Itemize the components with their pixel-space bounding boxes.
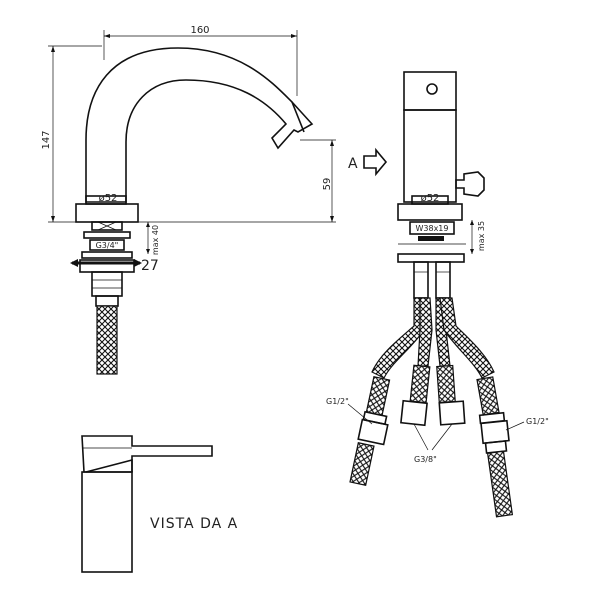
side-view: 160 147 59 ø52 G3/4" xyxy=(41,25,336,375)
thread-label: G3/4" xyxy=(96,241,119,250)
height-label: 147 xyxy=(41,130,52,149)
handle-hole xyxy=(426,83,438,95)
cold-hose xyxy=(476,376,500,416)
spout-body xyxy=(85,47,314,203)
view-arrow-label: A xyxy=(348,156,358,172)
spout-height-dimension: 59 xyxy=(322,140,334,222)
faucet-body xyxy=(403,109,457,203)
nut-shadow xyxy=(418,236,444,241)
hose-far-right xyxy=(439,297,495,379)
wrench-label: 27 xyxy=(141,258,159,274)
middle-nut-right xyxy=(438,400,466,426)
detail-body xyxy=(81,471,133,573)
front-lock-washer xyxy=(397,253,465,263)
hose-mid-left xyxy=(417,297,433,367)
middle-connection-label: G3/8" xyxy=(414,455,437,464)
left-shank xyxy=(413,261,429,299)
middle-hose-right xyxy=(436,364,456,404)
detail-handle xyxy=(81,435,213,473)
middle-nut-left xyxy=(400,399,428,427)
cold-nut xyxy=(480,419,510,445)
base-diameter-label: ø52 xyxy=(99,193,118,204)
wrench-dimension: 27 xyxy=(70,258,159,274)
front-view: A ø52 W38x19 max 35 xyxy=(326,71,549,518)
hot-hose xyxy=(365,376,391,416)
hose-far-left xyxy=(371,297,427,379)
max-thickness-dimension: max 40 xyxy=(146,222,160,255)
front-max-thickness-dimension: max 35 xyxy=(470,220,486,254)
front-base-plate xyxy=(397,203,463,221)
washer xyxy=(83,231,131,239)
middle-hose-left xyxy=(409,364,431,404)
height-dimension: 147 xyxy=(41,45,102,223)
left-connection-label: G1/2" xyxy=(326,397,349,406)
hose-ferrule xyxy=(95,295,119,307)
pop-up-knob xyxy=(455,171,485,197)
detail-handle-cut xyxy=(85,458,133,473)
flexible-hose xyxy=(96,305,118,375)
base-plate xyxy=(75,203,139,223)
right-shank xyxy=(435,261,451,299)
handle-block xyxy=(403,71,457,111)
hose-connector xyxy=(91,271,123,297)
hot-nut xyxy=(357,418,389,446)
width-label: 160 xyxy=(190,25,209,36)
right-connection-label: G1/2" xyxy=(526,417,549,426)
max-thickness-label: max 40 xyxy=(151,225,160,255)
spout-height-label: 59 xyxy=(322,178,333,191)
mounting-nut xyxy=(409,221,455,235)
thread-box xyxy=(89,239,125,251)
detail-view: VISTA DA A xyxy=(81,435,238,573)
width-dimension: 160 xyxy=(103,25,298,96)
lock-washer xyxy=(81,251,133,259)
nut-label: W38x19 xyxy=(415,224,448,233)
view-arrow: A xyxy=(348,147,388,177)
gasket xyxy=(91,221,123,231)
detail-caption: VISTA DA A xyxy=(150,516,238,532)
hot-hose-lower xyxy=(349,442,375,486)
front-base-diameter-label: ø52 xyxy=(421,193,440,204)
front-max-thickness-label: max 35 xyxy=(477,221,486,251)
cold-hose-lower xyxy=(486,450,514,518)
